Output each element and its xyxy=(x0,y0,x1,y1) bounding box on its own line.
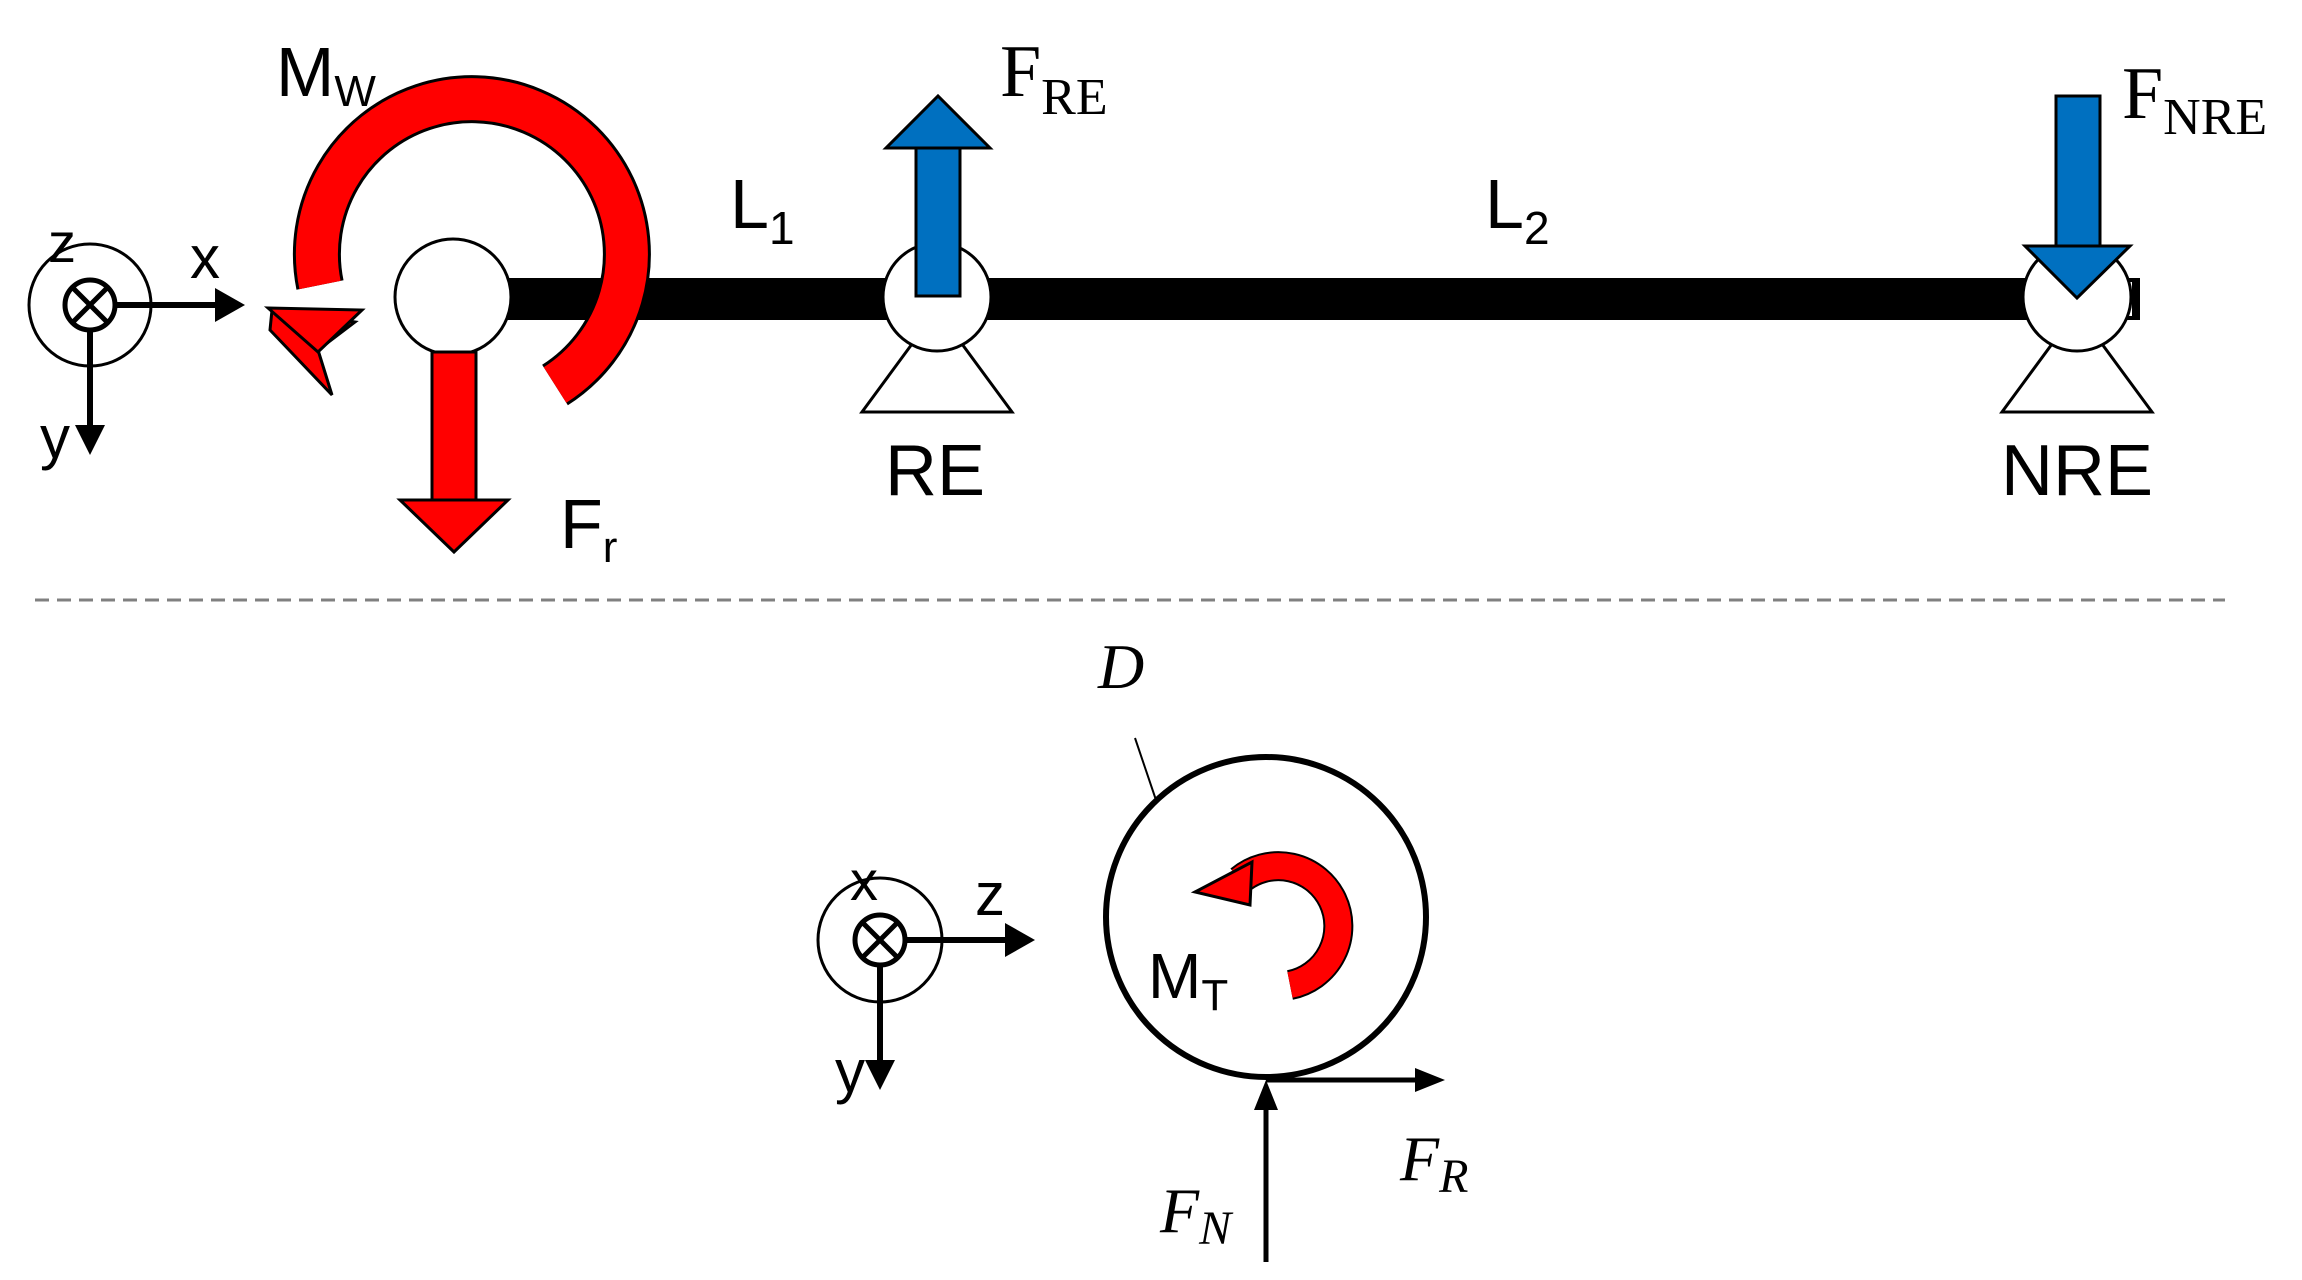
axis-label-z-bottom: z xyxy=(975,861,1005,928)
rolling-force-label: FR xyxy=(1399,1123,1468,1203)
re-force-arrow xyxy=(882,93,994,298)
diameter-leader xyxy=(1134,737,1158,804)
normal-force-label: FN xyxy=(1159,1175,1234,1255)
re-force-label: FRE xyxy=(1000,31,1108,126)
diameter-label: D xyxy=(1097,631,1144,702)
re-support-triangle xyxy=(859,307,1015,414)
bottom-coordinate-triad: x z y xyxy=(816,849,1035,1105)
top-coordinate-triad: z x y xyxy=(27,211,245,471)
wheel-hub xyxy=(393,237,513,357)
moment-label-mw: MW xyxy=(276,33,376,116)
axis-label-z: z xyxy=(48,211,76,274)
radial-force-arrow xyxy=(396,350,512,555)
shaft-beam xyxy=(500,278,2140,320)
wheel-circle xyxy=(1103,754,1429,1080)
nre-force-label: FNRE xyxy=(2122,53,2267,146)
wheel-moment-arrow xyxy=(263,75,651,406)
rolling-force-arrow xyxy=(1266,1068,1445,1092)
axis-label-x: x xyxy=(190,224,220,291)
axis-label-y: y xyxy=(40,404,70,471)
axis-label-y-bottom: y xyxy=(835,1038,865,1105)
span-label-l1: L1 xyxy=(730,165,795,254)
nre-support-label: NRE xyxy=(2001,431,2153,511)
axis-label-x-bottom: x xyxy=(850,849,878,912)
nre-force-arrow xyxy=(2021,94,2134,301)
torque-arrow xyxy=(1190,851,1354,1000)
torque-label: MT xyxy=(1148,940,1228,1020)
normal-force-arrow xyxy=(1254,1080,1278,1262)
re-support-label: RE xyxy=(885,431,985,511)
radial-force-label: Fr xyxy=(560,485,617,572)
span-label-l2: L2 xyxy=(1485,165,1550,254)
nre-support-triangle xyxy=(1999,307,2155,414)
